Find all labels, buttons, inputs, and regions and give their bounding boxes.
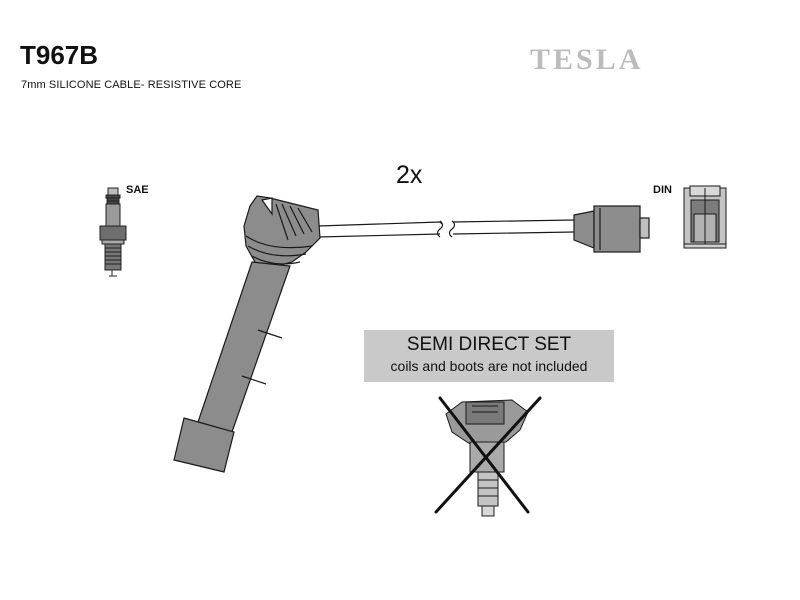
din-connector-icon [683, 185, 727, 249]
quantity-label: 2x [396, 161, 423, 189]
plug-type-label: SAE [126, 184, 149, 196]
spark-plug-icon [99, 187, 127, 277]
connector-type-label: DIN [653, 184, 672, 196]
coil-pack-crossed-icon [434, 396, 542, 517]
notice-subtitle: coils and boots are not included [390, 358, 588, 374]
notice-title: SEMI DIRECT SET [406, 334, 572, 355]
brand-logo: TESLA [530, 43, 644, 76]
part-number: T967B [20, 40, 99, 70]
semi-direct-set-notice: SEMI DIRECT SET coils and boots are not … [364, 330, 614, 382]
ignition-lead-drawing [173, 195, 650, 473]
part-description: 7mm SILICONE CABLE- RESISTIVE CORE [21, 79, 242, 91]
